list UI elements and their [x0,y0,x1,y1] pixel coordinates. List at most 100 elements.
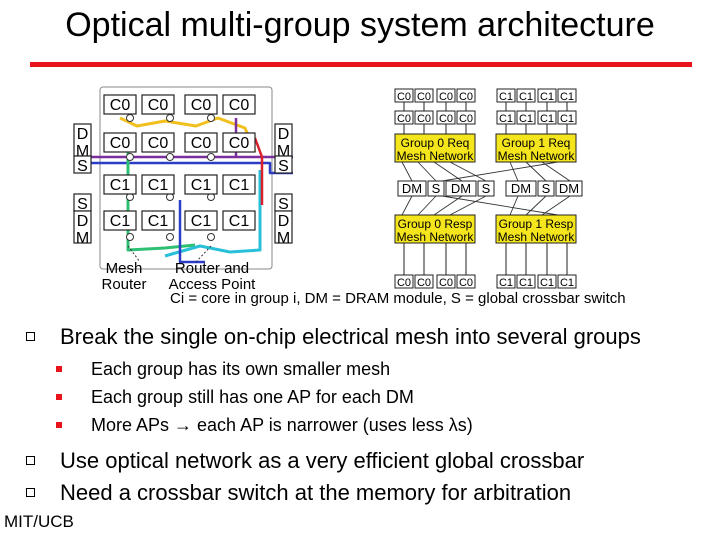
bottom-core-label: C1 [560,277,574,289]
sub-bullet-3-text: More APs → each AP is narrower (uses les… [91,415,473,435]
dram-module-box [555,180,583,197]
bottom-core-label: C1 [519,277,533,289]
bullet-3-text: Need a crossbar switch at the memory for… [60,480,572,505]
crossbar-link [509,161,519,182]
core-label: C0 [229,97,250,114]
dram-module-label: DM [511,181,531,196]
group-0-resp-mesh-label: Mesh Network [397,230,475,244]
right-switch-box [274,155,293,174]
bottom-core-box [557,274,577,289]
dram-module-box [445,180,477,197]
title-rule [30,62,692,67]
crossbar-link [525,161,547,182]
bottom-core-label: C0 [397,277,411,289]
core-box [184,174,218,195]
top-core-lower-label: C1 [499,113,513,125]
dram-module-box [505,180,537,197]
right-dram-module-lower-box [274,210,293,244]
crossbar-link [417,161,437,182]
core-label: C0 [191,135,212,152]
switch-label: S [542,181,551,196]
bottom-core-box [537,274,557,289]
group-1-req-mesh-label: Group 1 Req [502,136,571,150]
core-label: C0 [148,97,169,114]
top-core-label: C1 [560,91,574,103]
top-core-label: C0 [459,91,473,103]
group-0-resp-mesh [394,214,476,244]
core-label: C1 [110,213,131,230]
core-label: C0 [148,135,169,152]
core-label: C1 [191,177,212,194]
top-core-label: C1 [540,91,554,103]
bottom-core-box [414,274,434,289]
router-access-point-label: Access Point [169,276,257,293]
sub-bullet-1-text: Each group has its own smaller mesh [91,359,391,379]
core-label: C1 [110,177,131,194]
square-bullet-icon [26,332,35,341]
sub-bullet-2-text: Each group still has one AP for each DM [91,387,414,407]
bottom-core-box [394,274,414,289]
core-box [141,210,175,231]
slide-title: Optical multi-group system architecture [65,6,655,44]
right-dram-module-lower-label: D [278,213,290,230]
core-box [141,132,175,153]
core-box [103,132,137,153]
core-label: C0 [110,135,131,152]
dram-module-label: DM [451,181,471,196]
top-core-label: C1 [499,91,513,103]
crossbar-link [541,161,571,182]
crossbar-link [449,161,487,182]
crossbar-link-lower [525,195,547,216]
top-core-lower-label: C1 [540,113,554,125]
top-core-label: C0 [417,91,431,103]
bottom-core-label: C1 [499,277,513,289]
core-label: C0 [191,97,212,114]
core-box [222,174,256,195]
mesh-router [207,114,215,122]
right-dram-module-label: D [278,126,290,143]
left-switch-label: S [77,158,88,175]
top-core-label: C1 [519,91,533,103]
core-label: C0 [110,97,131,114]
crossbar-link [441,161,559,182]
group-1-resp-mesh-label: Group 1 Resp [499,217,574,231]
core-box [141,174,175,195]
left-dram-module-lower-label: M [76,230,89,247]
core-label: C1 [191,213,212,230]
bullet-1-text: Break the single on-chip electrical mesh… [60,324,641,349]
group-1-resp-mesh-label: Mesh Network [498,230,576,244]
core-box [184,132,218,153]
switch-label: S [482,181,491,196]
core-label: C0 [229,135,250,152]
group-1-req-mesh [495,133,577,163]
mesh-router-callout [127,245,141,263]
crossbar-link-lower [441,195,559,216]
mesh-link-2 [119,116,257,153]
bottom-core-label: C1 [540,277,554,289]
group-0-req-mesh-label: Group 0 Req [401,136,470,150]
dram-module-label: DM [402,181,422,196]
mesh-link-6 [253,137,264,205]
crossbar-link-lower [401,195,413,216]
right-switch-lower-label: S [278,196,289,213]
crossbar-link [401,161,413,182]
group-1-resp-mesh [495,214,577,244]
square-bullet-icon [26,456,35,465]
core-box [184,210,218,231]
red-square-bullet-icon [56,394,62,400]
dram-module-label: DM [559,181,579,196]
bullet-2-text: Use optical network as a very efficient … [60,448,585,473]
figure-caption: Ci = core in group i, DM = DRAM module, … [170,290,626,307]
core-box [103,210,137,231]
group-1-req-mesh-label: Mesh Network [498,149,576,163]
mesh-router [207,153,215,161]
group-0-req-mesh-label: Mesh Network [397,149,475,163]
router-access-point-label: Router and [175,260,249,277]
core-label: C1 [148,177,169,194]
left-dram-module-lower-box [73,210,92,244]
mesh-router [126,153,134,161]
core-box [222,94,256,115]
bottom-core-box [516,274,536,289]
